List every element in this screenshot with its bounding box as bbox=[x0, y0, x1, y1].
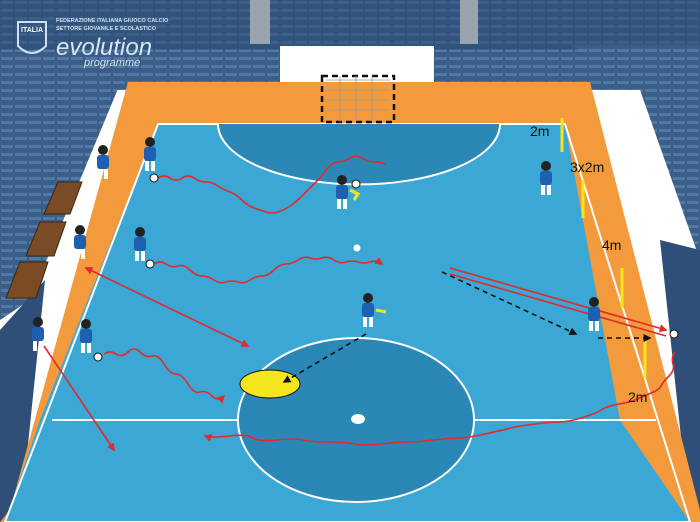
measure-labels: 2m 3x2m 4m 2m bbox=[530, 123, 647, 405]
goal bbox=[320, 74, 396, 124]
shield-icon bbox=[17, 21, 47, 54]
federation-name: FEDERAZIONE ITALIANA GIUOCO CALCIO bbox=[56, 18, 169, 24]
brand-sub: programme bbox=[83, 57, 140, 69]
dribble-path-3 bbox=[103, 348, 226, 404]
player-1 bbox=[97, 145, 109, 179]
benches bbox=[5, 181, 83, 299]
penalty-mark bbox=[353, 244, 361, 252]
measure-cones: 3x2m bbox=[570, 159, 604, 175]
fed-logo: ITALIA FEDERAZIONE ITALIANA GIUOCO CALCI… bbox=[17, 18, 169, 69]
brand-name: evolution bbox=[56, 34, 152, 61]
ball-icon bbox=[351, 179, 361, 189]
pass-arrow-1 bbox=[282, 333, 367, 383]
ball-icon bbox=[669, 329, 679, 339]
run-arrow-3a bbox=[449, 267, 668, 333]
pass-arrow-2 bbox=[441, 271, 578, 335]
dribble-path-1 bbox=[157, 155, 387, 214]
run-arrow-2 bbox=[43, 345, 115, 452]
run-arrow-1 bbox=[84, 267, 250, 347]
target-zone bbox=[239, 369, 301, 399]
ball-icon bbox=[145, 259, 155, 269]
measure-top: 2m bbox=[530, 123, 549, 139]
player-8 bbox=[588, 297, 600, 331]
player-10 bbox=[80, 319, 92, 353]
run-arrow-3b bbox=[449, 273, 667, 337]
pass-arrows bbox=[282, 271, 652, 383]
player-3 bbox=[336, 175, 361, 209]
measure-mid: 4m bbox=[602, 237, 621, 253]
cones bbox=[560, 118, 647, 378]
player-5 bbox=[74, 225, 86, 259]
center-mark bbox=[351, 414, 365, 424]
measure-bottom: 2m bbox=[628, 389, 647, 405]
balls bbox=[93, 173, 679, 362]
ball-icon bbox=[93, 352, 103, 362]
ball-icon bbox=[149, 173, 159, 183]
player-7 bbox=[362, 293, 387, 327]
player-6 bbox=[134, 227, 146, 261]
sector-name: SETTORE GIOVANILE E SCOLASTICO bbox=[56, 26, 157, 32]
dribble-path-4 bbox=[203, 351, 676, 446]
shield-label: ITALIA bbox=[21, 27, 43, 34]
run-arrows bbox=[43, 267, 668, 452]
player-4 bbox=[540, 161, 552, 195]
player-2 bbox=[144, 137, 156, 171]
players bbox=[32, 137, 600, 353]
player-9 bbox=[32, 317, 44, 351]
